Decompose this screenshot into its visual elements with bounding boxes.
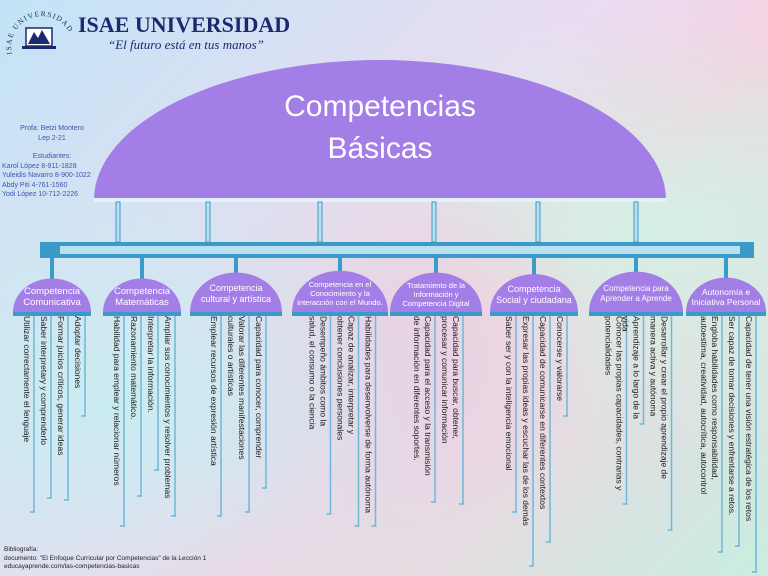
node-connector [634,256,638,274]
category-node-shape [190,272,282,312]
group: Lep 2-21 [38,134,66,142]
leaf-connectors [13,312,766,573]
category-node-label: Competencia para Aprender a Aprende [600,284,672,303]
competency-item: Capacidad para el acceso y la transmisió… [412,316,433,476]
category-node-label: Competencia Social y ciudadana [496,284,572,306]
category-nodes [13,270,766,312]
node-base-bar [13,312,91,316]
horizontal-bar [40,242,754,258]
competency-item: Habilidades para desenvolverse de forma … [363,316,374,514]
category-node-label: Competencia cultural y artística [200,283,272,305]
title-line: Competencias [284,90,476,123]
competency-item: Capacidad para buscar, obtener, procesar… [440,316,461,444]
category-node-shape [390,272,482,312]
bibliography-heading: Bibliografía: [4,546,39,553]
category-node-label: Autonomía e Iniciativa Personal [691,286,761,307]
category-node-label: Competencia Comunicativa [23,285,81,309]
node-base-bar [490,312,578,316]
teacher: Profa: Betzi Montero [20,125,84,132]
node-connector [50,256,54,281]
competency-item: Valorar las diferentes manifestaciones c… [226,316,247,460]
title-line: Básicas [327,132,433,165]
student: Abdy Piti 4-761-1560 [2,181,68,189]
node-connector [434,256,438,275]
competency-item: Ampliar sus conocimientos y resolver pro… [163,316,173,499]
dome-connectors [115,201,639,243]
competency-item: Conocerse y valorarse [555,316,565,402]
competency-item: Capacidad de comunicarse en diferentes c… [538,316,548,510]
info-block: Profa: Betzi Montero Lep 2-21 Estudiante… [2,124,102,200]
node-base-bar [589,312,683,316]
competency-item: Saber interpretary y comprenderlo [39,316,49,445]
university-name: ISAE UNIVERSIDAD [78,12,291,37]
competency-item: Formar juicios críticos, generar ideas [56,316,66,456]
competency-item: Adoptar decisiones [73,316,83,389]
bibliography-line: documento: "El Enfoque Curricular por Co… [4,554,207,562]
category-node-shape [589,271,683,312]
competency-item: Engloba habilidades como responsabilidad… [699,316,720,495]
competency-item: Conocer las propias capacidades, contrar… [603,316,625,491]
node-connector [724,256,728,280]
node-base-bar [390,312,482,316]
node-base-bar [686,312,766,316]
category-node-shape [292,270,388,312]
node-connector [140,256,144,281]
competency-item: Aprendizaje a lo largo de la vida [620,316,642,420]
category-node-label: Tratamiento de la Información y Competen… [402,280,470,308]
students-heading: Estudiantes: [32,153,72,160]
bibliography: Bibliografía: documento: "El Enfoque Cur… [4,546,206,572]
competency-item: Ser capaz de tomar decisiones y enfrenta… [727,316,737,516]
node-connector [532,256,536,277]
diagram-title: Competencias Básicas [190,86,570,170]
node-base-bar [103,312,181,316]
dome-base [94,198,666,202]
competency-item: Interpretar la información. [146,316,156,413]
student: Karol López 8-911-1828 [2,162,77,170]
category-node-shape [490,274,578,312]
logo-emblem-icon [22,27,56,49]
category-node-shape [686,277,766,312]
student: Yuleidis Navarro 8-900-1022 [2,172,91,179]
competency-item: Habilidad para emplear y relacionar núme… [112,316,122,486]
competency-item: Expresar las propias ideas y escuchar la… [521,316,531,526]
node-base-bar [190,312,282,316]
node-connector [338,256,342,273]
competency-item: Razonamiento matemático. [129,316,139,420]
competency-item: Emplear recursos de expresión artística [209,316,219,466]
competency-item: Capacidad de tener una visión estratégic… [744,316,754,522]
node-base-bar [292,312,388,316]
competency-item: Capacidad para conocer, comprender [254,316,264,459]
university-logo: ISAE UNIVERSIDAD [4,9,74,55]
university-slogan: “El futuro está en tus manos” [108,37,264,52]
node-connectors [50,256,728,281]
dome-shape [94,60,666,200]
competency-item: Desarrollar y crear el propio aprendizaj… [648,316,670,479]
node-connector [234,256,238,275]
student: Yodi López 10-712-2226 [2,191,79,198]
category-node-shape [13,278,91,312]
competency-item: Saber ser y con la inteligencia emociona… [504,316,514,471]
category-node-label: Competencia en el Conocimiento y la inte… [297,279,383,307]
competency-item: Desempeño ámbitos como la salud, el cons… [307,316,329,430]
category-node-shape [103,278,181,312]
competency-item: Utilizar correctamente el lenguaje [22,316,32,443]
bibliography-line: educayaprende.com/las-competencias-basic… [4,563,140,570]
competency-item: Capaz de analizar, interpretar y obtener… [335,316,357,441]
category-node-label: Competencia Matemáticas [114,285,170,309]
